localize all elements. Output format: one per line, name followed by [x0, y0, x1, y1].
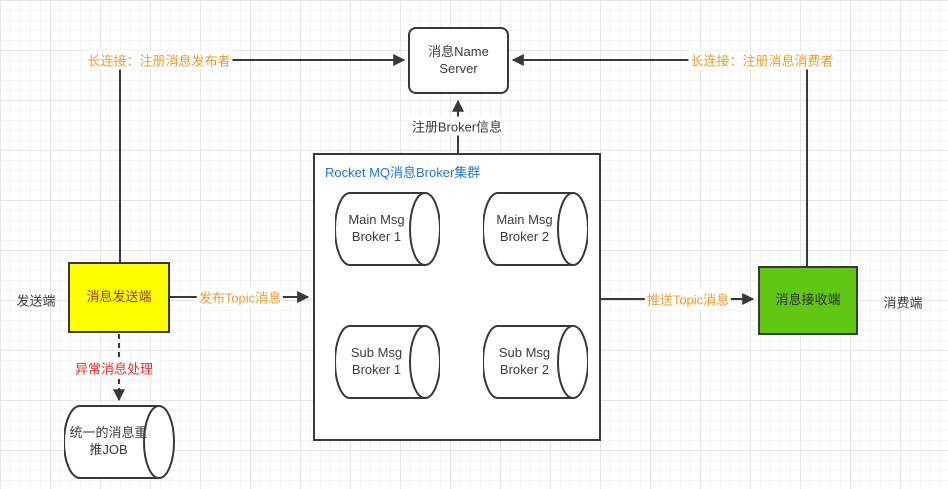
edge-label-register-consumer[interactable]: 长连接：注册消息消费者: [688, 50, 836, 70]
cylinder-label: Main Msg Broker 2: [496, 212, 553, 244]
sender-node[interactable]: 消息发送端: [68, 262, 170, 333]
broker-cluster-title: Rocket MQ消息Broker集群: [325, 165, 481, 180]
cylinder-retry-job[interactable]: 统一的消息重推JOB: [64, 405, 175, 479]
cylinder-shape: [64, 405, 175, 479]
cylinder-shape: [335, 192, 440, 266]
cylinder-sub-msg-broker-1[interactable]: Sub Msg Broker 1: [335, 325, 440, 399]
cylinder-label: 统一的消息重推JOB: [69, 425, 148, 457]
name-server-label: 消息Name Server: [428, 43, 489, 76]
edge-label-error-handling[interactable]: 异常消息处理: [72, 358, 156, 378]
edge-label-register-broker[interactable]: 注册Broker信息: [409, 116, 505, 136]
cylinder-shape: [483, 325, 588, 399]
cylinder-shape: [335, 325, 440, 399]
cylinder-label: Sub Msg Broker 1: [350, 345, 403, 377]
cylinder-main-msg-broker-2[interactable]: Main Msg Broker 2: [483, 192, 588, 266]
cylinder-shape: [483, 192, 588, 266]
edge-label-register-publisher[interactable]: 长连接：注册消息发布者: [85, 50, 233, 70]
sender-label: 消息发送端: [86, 289, 152, 305]
receiver-label: 消息接收端: [775, 292, 841, 308]
cylinder-label: Sub Msg Broker 2: [498, 345, 551, 377]
broker-cluster[interactable]: Rocket MQ消息Broker集群 Main Msg Broker 1 Ma…: [313, 153, 601, 441]
label-consumer-side: 消费端: [883, 295, 923, 311]
name-server-node[interactable]: 消息Name Server: [408, 27, 509, 94]
receiver-node[interactable]: 消息接收端: [758, 266, 858, 335]
cylinder-label: Main Msg Broker 1: [348, 212, 405, 244]
cylinder-sub-msg-broker-2[interactable]: Sub Msg Broker 2: [483, 325, 588, 399]
label-sender-side: 发送端: [16, 293, 56, 309]
cylinder-main-msg-broker-1[interactable]: Main Msg Broker 1: [335, 192, 440, 266]
edge-label-publish-topic[interactable]: 发布Topic消息: [196, 287, 284, 307]
edge-label-push-topic[interactable]: 推送Topic消息: [644, 289, 732, 309]
